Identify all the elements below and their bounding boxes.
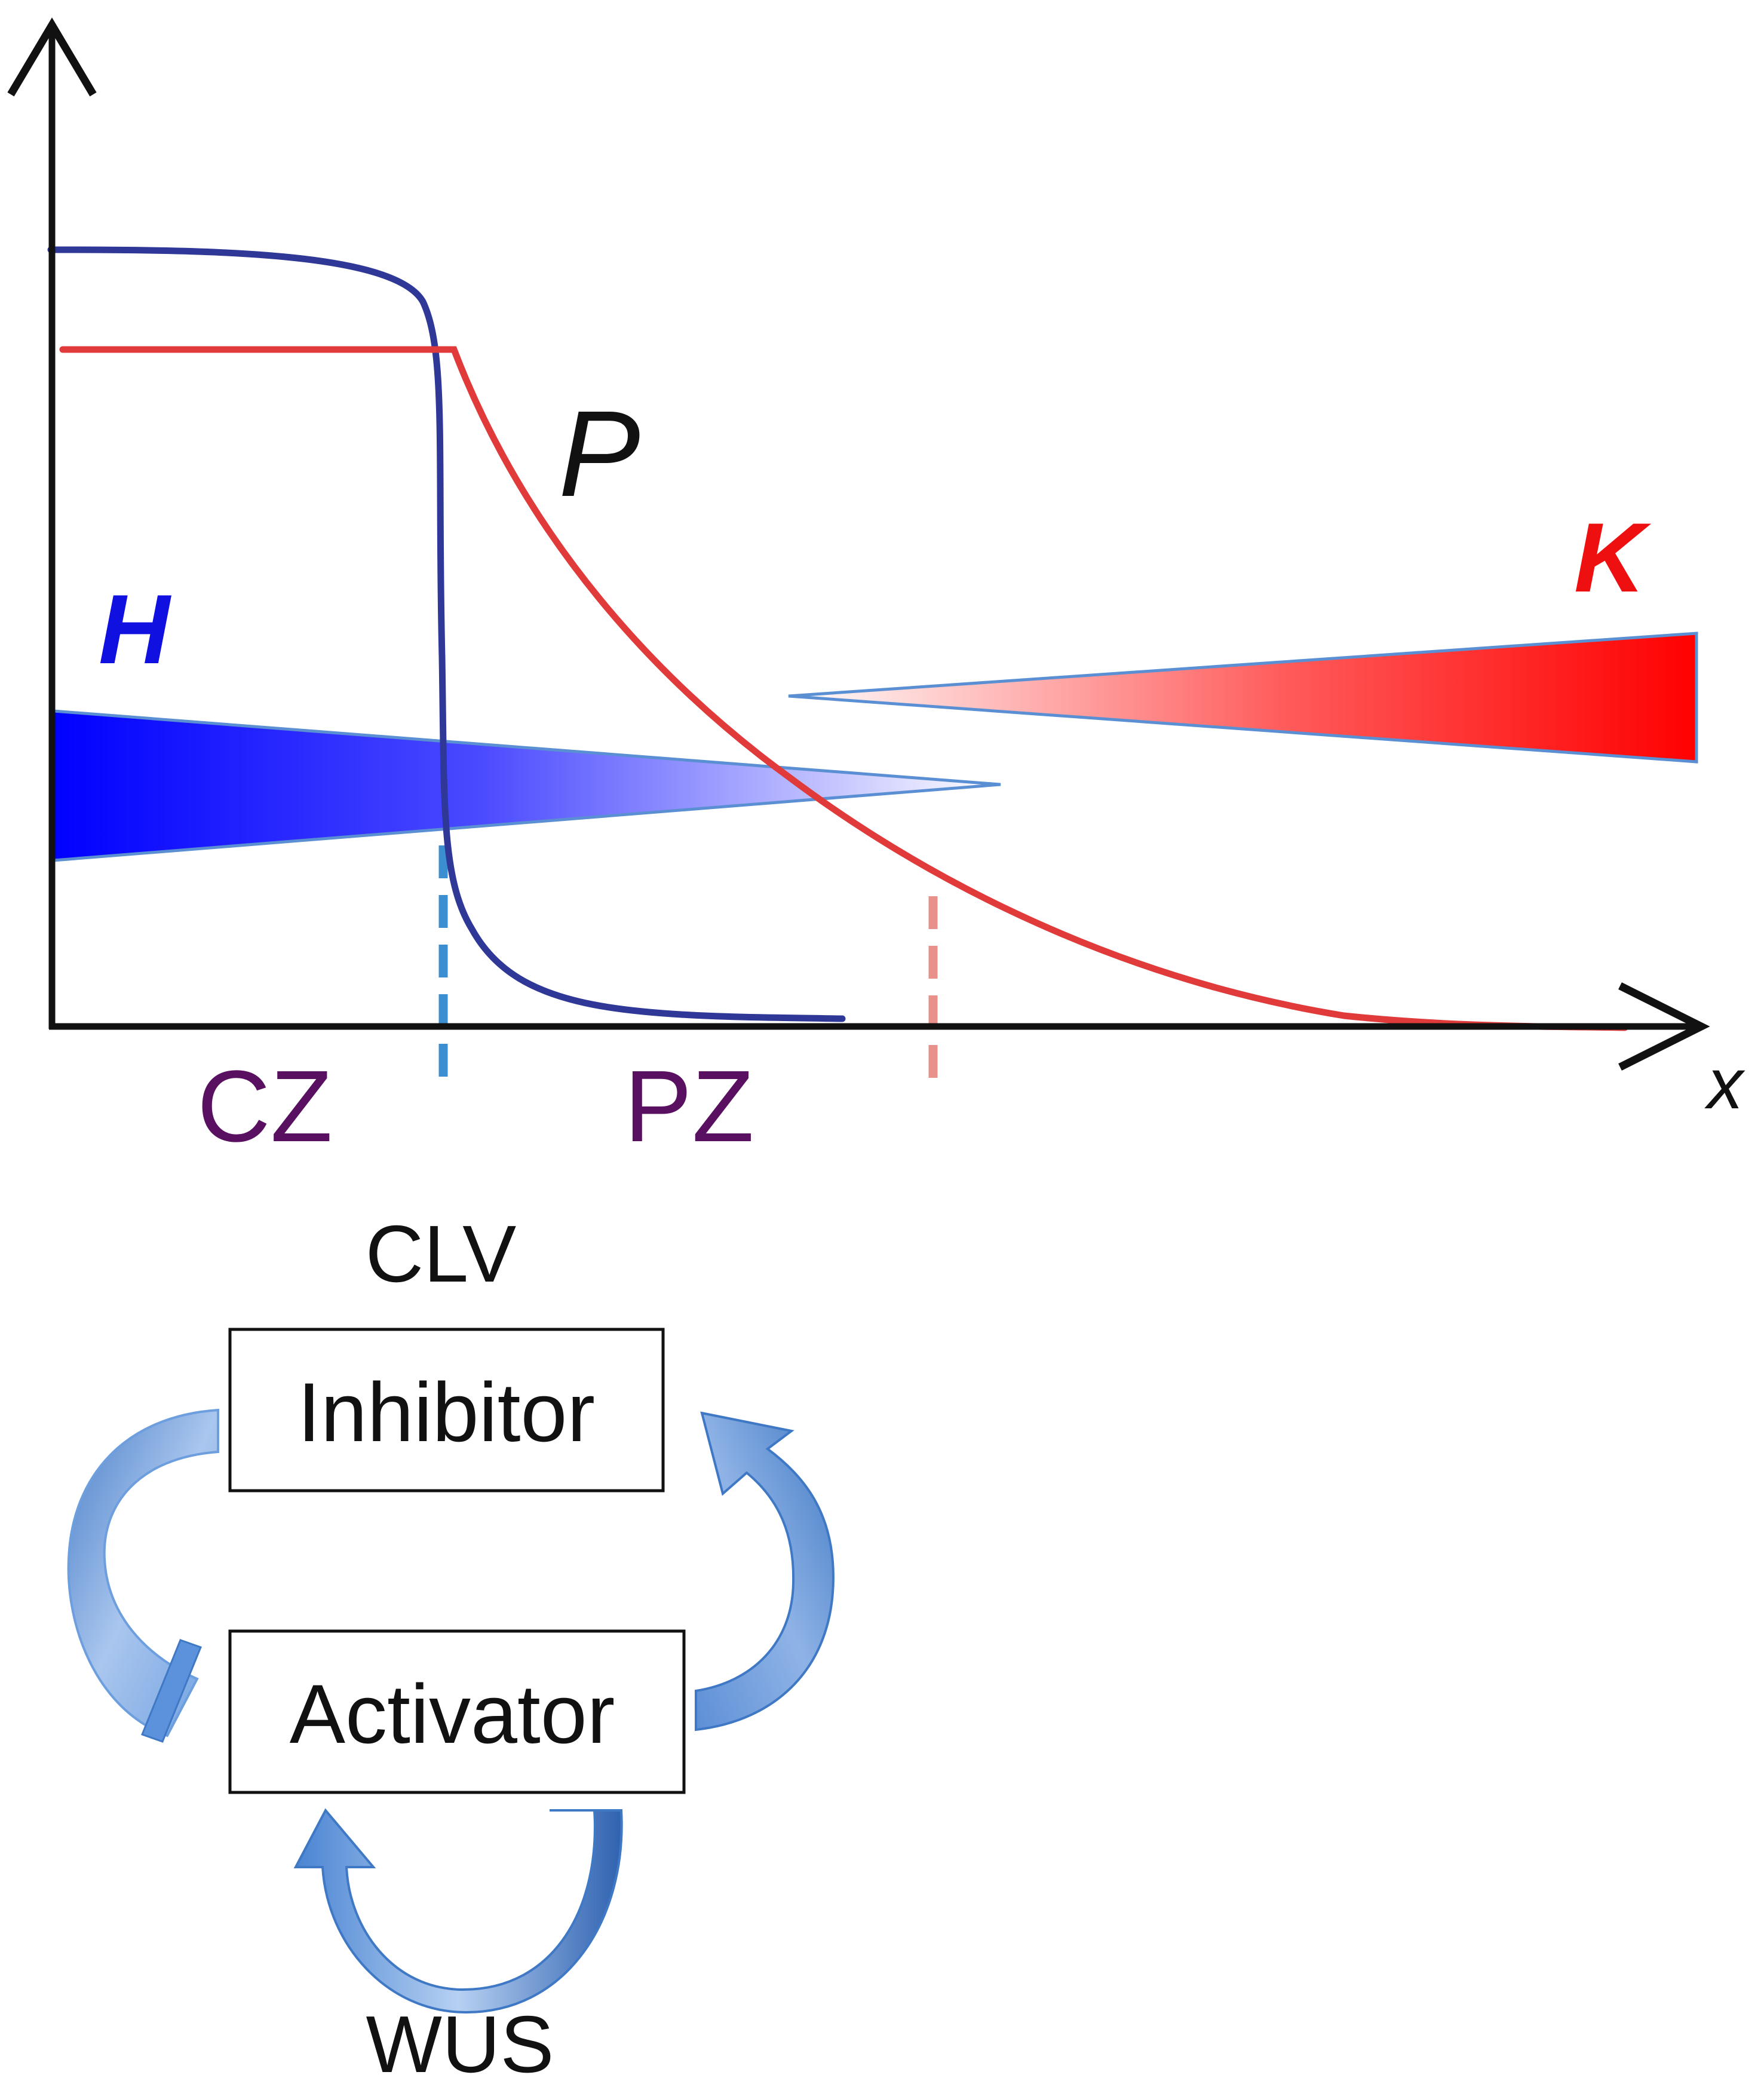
- activation-arrow-icon: [695, 1411, 835, 1731]
- clv-label: CLV: [366, 1209, 517, 1299]
- wus-label: WUS: [366, 1999, 554, 2081]
- inhibitor-box: [228, 1328, 665, 1492]
- k-gradient-label: K: [1574, 502, 1652, 612]
- self-activation-arrow-icon: [293, 1808, 623, 2014]
- inhibition-arrow-icon: [67, 1408, 219, 1737]
- regulatory-network: CLV Inhibitor Activator WUS: [67, 1209, 835, 2081]
- h-gradient-wedge: [52, 709, 1001, 862]
- expression-plot: P H K x CZ PZ: [7, 17, 1745, 1163]
- arrow-up-icon: [7, 17, 97, 97]
- arrow-right-icon: [1618, 982, 1710, 1071]
- p-curve-label: P: [559, 385, 640, 522]
- activator-label: Activator: [290, 1667, 615, 1761]
- cz-zone-label: CZ: [197, 1050, 333, 1163]
- x-axis-label: x: [1704, 1044, 1745, 1124]
- inhibitor-label: Inhibitor: [297, 1365, 595, 1459]
- activator-box: [228, 1629, 686, 1794]
- h-gradient-label: H: [99, 574, 171, 684]
- h-profile-curve: [47, 246, 846, 1022]
- k-gradient-wedge: [788, 632, 1698, 764]
- pz-zone-label: PZ: [624, 1050, 754, 1163]
- inhibition-bar: [141, 1639, 202, 1743]
